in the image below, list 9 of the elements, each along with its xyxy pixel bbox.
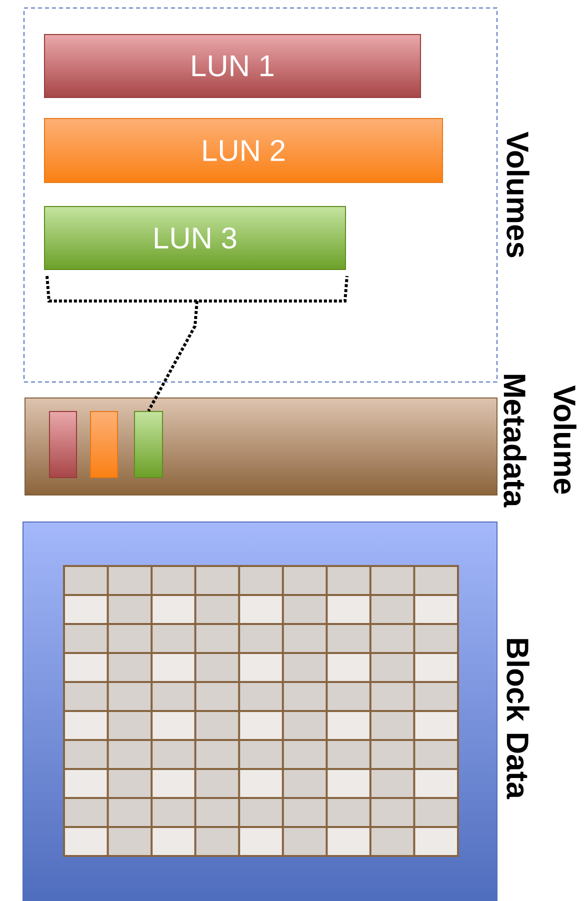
volume-marker: [90, 411, 118, 478]
lun-bar: LUN 1: [44, 34, 421, 98]
section-heading: Volumes: [506, 132, 530, 258]
section-heading: Block Data: [506, 639, 530, 800]
lun-bar: LUN 2: [44, 118, 443, 183]
section-heading: Volume Metadata: [504, 374, 576, 508]
volume-marker: [134, 411, 163, 478]
lun-bar: LUN 3: [44, 206, 346, 270]
volume-marker: [49, 411, 77, 478]
